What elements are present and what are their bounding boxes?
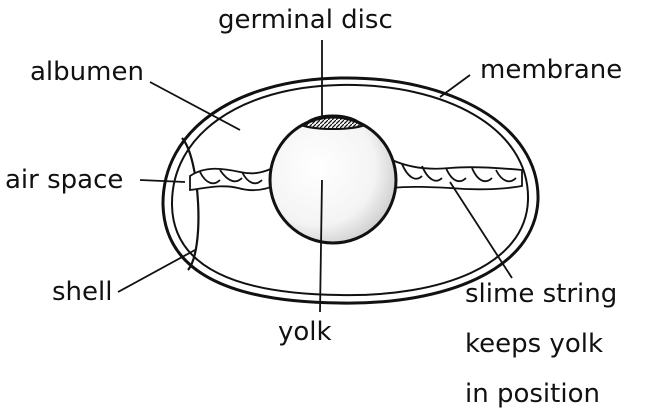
leader-shell <box>118 250 195 292</box>
germinal-disc-mark <box>304 116 362 130</box>
leader-membrane <box>440 75 470 97</box>
label-slime-string-line2: keeps yolk <box>465 329 603 359</box>
slime-string-right <box>392 160 522 189</box>
label-air-space: air space <box>5 165 123 195</box>
label-germinal-disc: germinal disc <box>218 5 393 35</box>
label-yolk: yolk <box>278 317 332 347</box>
leader-slime-string <box>450 182 512 278</box>
yolk-sphere <box>270 117 396 243</box>
label-albumen: albumen <box>30 57 144 87</box>
slime-string-left <box>190 166 278 190</box>
label-slime-string-line3: in position <box>465 379 600 409</box>
label-shell: shell <box>52 277 112 307</box>
label-slime-string-line1: slime string <box>465 279 617 309</box>
leader-air-space <box>140 180 185 182</box>
label-membrane: membrane <box>480 55 622 85</box>
